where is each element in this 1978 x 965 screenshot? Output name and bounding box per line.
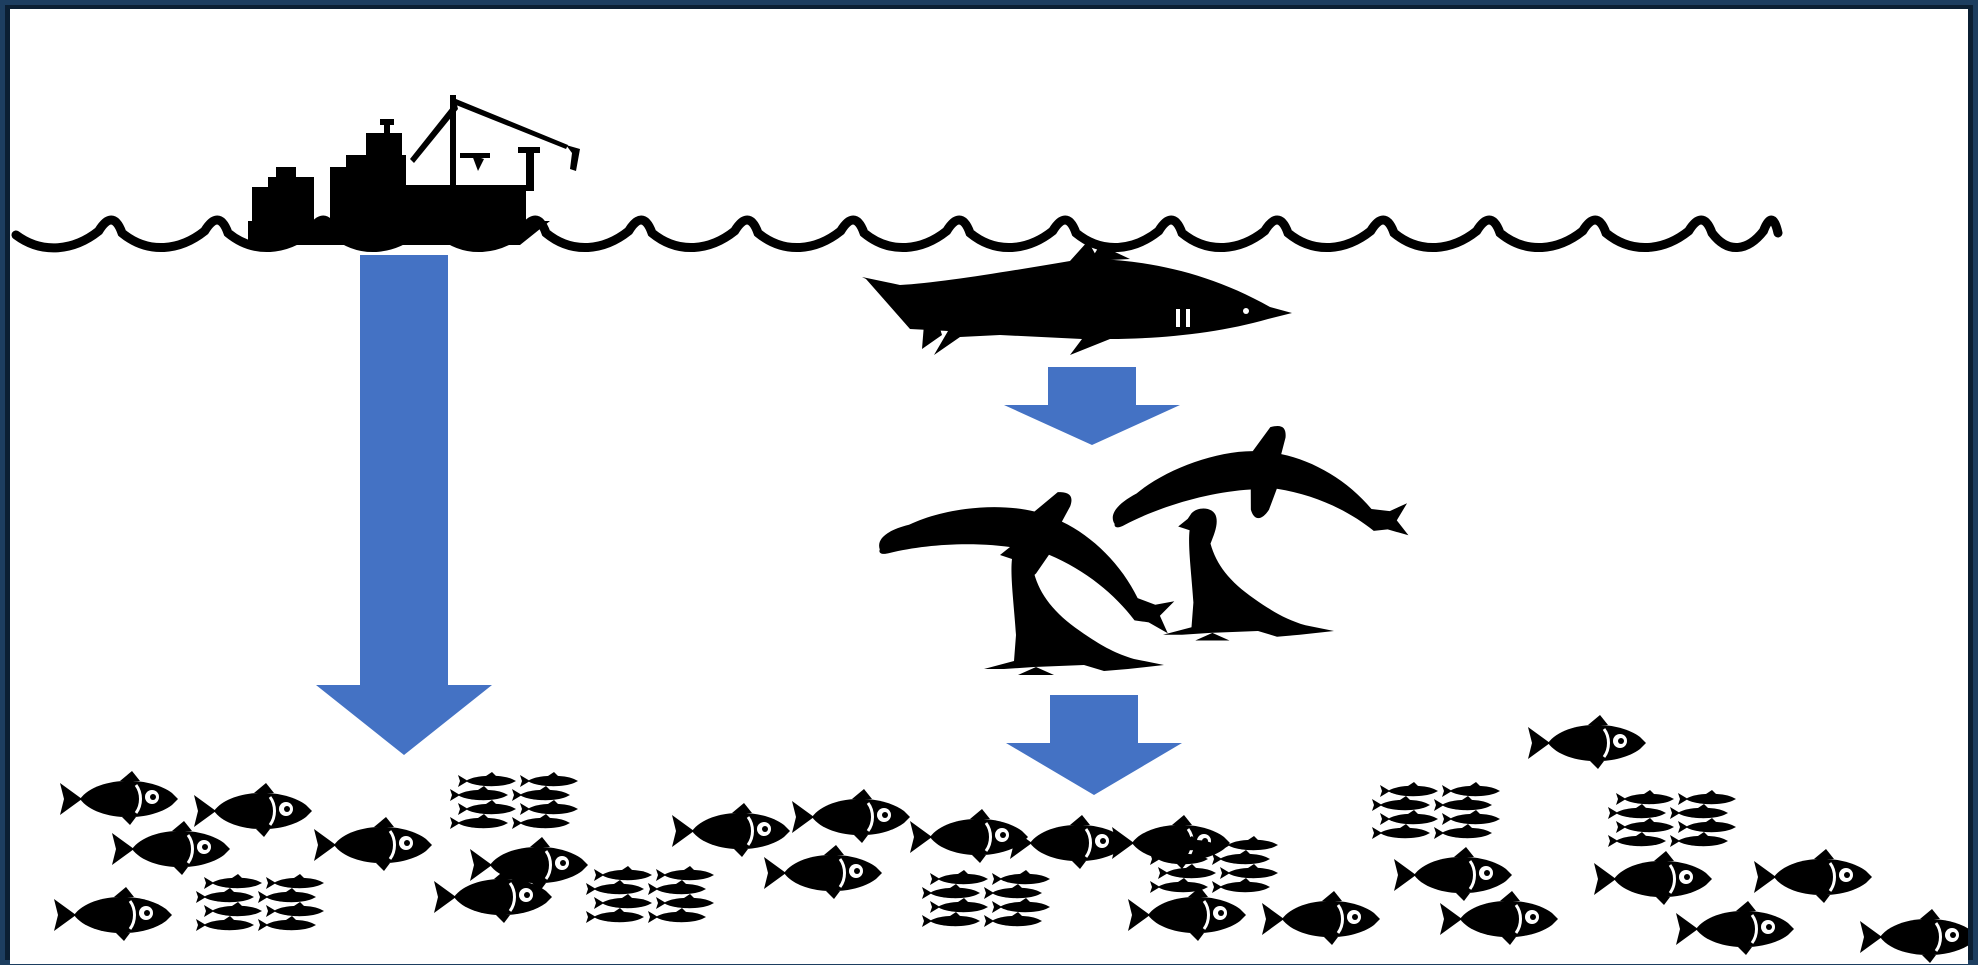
dolphin-icon: [1104, 413, 1411, 566]
fish-icon: [1858, 907, 1968, 964]
fish-population: [52, 713, 1968, 964]
small-fish-school-icon: [922, 870, 1050, 927]
shark-icon: [862, 241, 1292, 355]
diagram-panel: [10, 9, 1968, 964]
fish-icon: [1126, 885, 1248, 943]
small-fish-school-icon: [586, 866, 714, 923]
small-fish-school-icon: [1150, 836, 1278, 893]
small-fish-school-icon: [1608, 790, 1736, 847]
fish-icon: [762, 843, 884, 901]
fish-icon: [1008, 813, 1130, 871]
fish-icon: [192, 781, 314, 839]
fishing-boat-icon: [248, 95, 580, 245]
small-fish-school-icon: [196, 874, 324, 931]
fish-icon: [790, 787, 912, 845]
fish-icon: [1438, 889, 1560, 947]
fish-icon: [1674, 899, 1796, 957]
fishing-pressure-arrow: [316, 255, 492, 755]
fish-icon: [1260, 889, 1382, 947]
marine-mammals-group: [872, 413, 1411, 675]
sea-lion-icon: [1163, 508, 1334, 641]
fish-icon: [1526, 713, 1648, 771]
fish-icon: [52, 885, 174, 943]
shark-to-marine-mammals-arrow: [1004, 367, 1180, 445]
small-fish-school-icon: [450, 772, 578, 829]
marine-mammals-to-fish-arrow: [1006, 695, 1182, 795]
fish-icon: [312, 815, 434, 873]
small-fish-school-icon: [1372, 782, 1500, 839]
fish-icon: [110, 819, 232, 877]
fish-icon: [1752, 847, 1874, 905]
fish-icon: [1392, 845, 1514, 903]
fishing-food-web-diagram: [11, 95, 1968, 964]
fish-icon: [1592, 849, 1714, 907]
fish-icon: [670, 801, 792, 859]
fish-icon: [58, 769, 180, 827]
fish-icon: [908, 807, 1030, 865]
